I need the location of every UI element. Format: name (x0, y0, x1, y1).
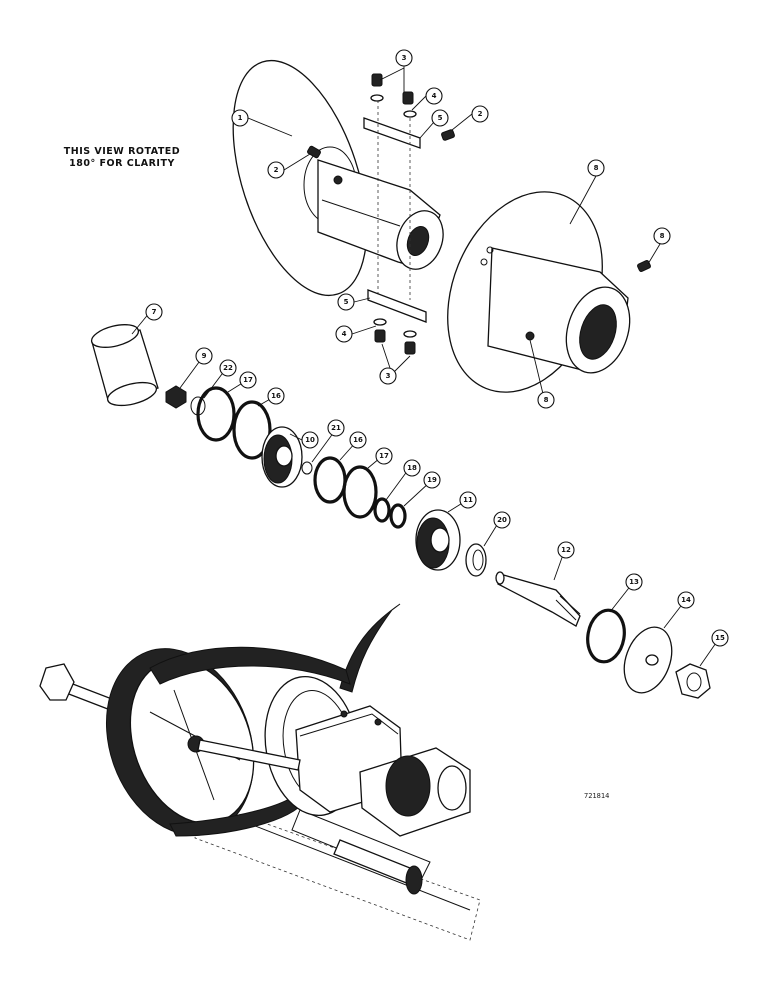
callout-14: 14 (677, 591, 695, 609)
callout-21-label: 21 (331, 424, 341, 432)
callout-8b: 8 (653, 227, 671, 245)
callout-5b: 5 (337, 293, 355, 311)
callout-3b: 3 (379, 367, 397, 385)
callout-1: 1 (231, 109, 249, 127)
callout-3b-label: 3 (386, 372, 391, 380)
callout-15: 15 (711, 629, 729, 647)
sheave-half-fixed (447, 191, 631, 393)
key-assembly-top (307, 73, 455, 300)
callout-2a-label: 2 (274, 166, 279, 174)
callout-16a-label: 16 (271, 392, 281, 400)
seal-ring-stack (165, 385, 487, 577)
callout-11-label: 11 (463, 496, 473, 504)
callout-8c: 8 (537, 391, 555, 409)
bushing (90, 324, 159, 407)
callout-15-label: 15 (715, 634, 725, 642)
callout-5a: 5 (431, 109, 449, 127)
callout-2a: 2 (267, 161, 285, 179)
callout-4a-label: 4 (432, 92, 437, 100)
callout-4b: 4 (335, 325, 353, 343)
callout-5a-label: 5 (438, 114, 443, 122)
callout-1-label: 1 (238, 114, 243, 122)
callout-3a: 3 (395, 49, 413, 67)
callout-10-label: 10 (305, 436, 315, 444)
callout-3a-label: 3 (402, 54, 407, 62)
shaft (495, 571, 581, 627)
callout-17a: 17 (239, 371, 257, 389)
callout-8b-label: 8 (660, 232, 665, 240)
sheave-half-movable (232, 59, 444, 297)
rotation-note: THIS VIEW ROTATED 180° FOR CLARITY (22, 146, 222, 170)
retainer-parts (586, 608, 711, 699)
callout-21: 21 (327, 419, 345, 437)
callout-18-label: 18 (407, 464, 417, 472)
callout-8c-label: 8 (544, 396, 549, 404)
callout-13-label: 13 (629, 578, 639, 586)
callout-22: 22 (219, 359, 237, 377)
callout-7: 7 (145, 303, 163, 321)
location-pointer (339, 603, 401, 693)
callout-4b-label: 4 (342, 330, 347, 338)
rotation-note-line-2: 180° FOR CLARITY (69, 158, 175, 169)
callout-12: 12 (557, 541, 575, 559)
callout-9-label: 9 (202, 352, 207, 360)
key-assembly-bottom (367, 259, 651, 355)
callout-18: 18 (403, 459, 421, 477)
rotation-note-line-1: THIS VIEW ROTATED (63, 146, 181, 157)
figure-number: 721814 (584, 792, 610, 800)
callout-16b-label: 16 (353, 436, 363, 444)
callout-4a: 4 (425, 87, 443, 105)
callout-17a-label: 17 (243, 376, 253, 384)
callout-20: 20 (493, 511, 511, 529)
callout-10: 10 (301, 431, 319, 449)
callout-8a-label: 8 (594, 164, 599, 172)
callout-7-label: 7 (152, 308, 157, 316)
callout-13: 13 (625, 573, 643, 591)
installed-assembly-view (39, 646, 481, 941)
callout-2b-label: 2 (478, 110, 483, 118)
callout-16b: 16 (349, 431, 367, 449)
callout-19: 19 (423, 471, 441, 489)
callout-2b: 2 (471, 105, 489, 123)
callout-20-label: 20 (497, 516, 507, 524)
callout-19-label: 19 (427, 476, 437, 484)
callout-12-label: 12 (561, 546, 571, 554)
callout-14-label: 14 (681, 596, 691, 604)
callout-17b: 17 (375, 447, 393, 465)
callout-16a: 16 (267, 387, 285, 405)
callout-11: 11 (459, 491, 477, 509)
callout-9: 9 (195, 347, 213, 365)
callout-22-label: 22 (223, 364, 233, 372)
callout-8a: 8 (587, 159, 605, 177)
callout-17b-label: 17 (379, 452, 389, 460)
callout-5b-label: 5 (344, 298, 349, 306)
